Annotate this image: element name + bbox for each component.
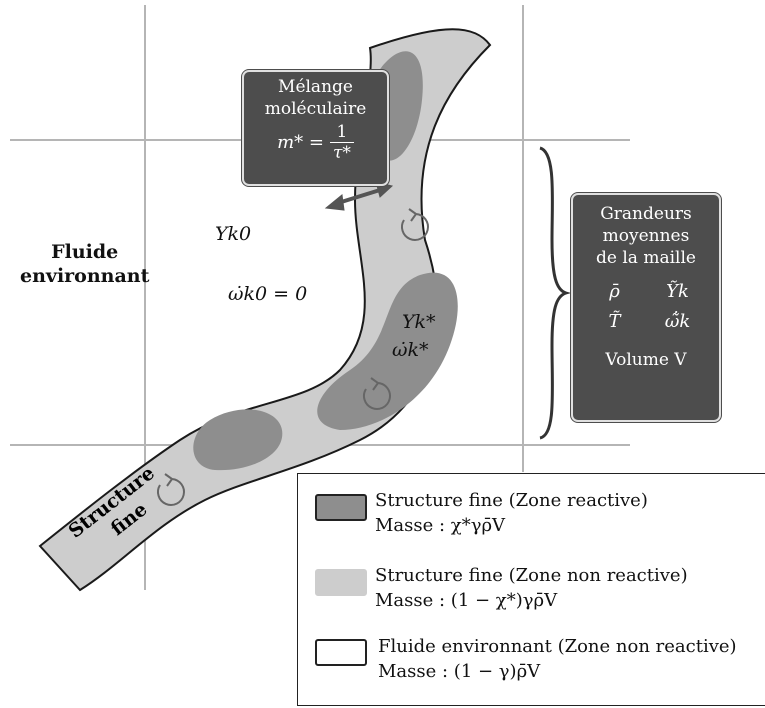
legend-item-reactive-mass: Masse : χ*γρ̄V	[375, 514, 505, 538]
cell-volume: Volume V	[573, 349, 719, 371]
formula-numerator: 1	[337, 122, 348, 142]
mean-title-line3: de la maille	[573, 247, 719, 269]
surrounding-species: Yk0	[215, 222, 251, 246]
legend-item-reactive-title: Structure fine (Zone reactive)	[375, 489, 648, 513]
legend-swatch-surrounding	[315, 639, 367, 666]
formula-denominator: τ*	[330, 142, 354, 163]
surrounding-fluid-label-line2: environnant	[20, 264, 149, 288]
mixing-title-line1: Mélange	[244, 76, 387, 98]
mixing-formula: m* = 1 τ*	[244, 122, 387, 163]
fine-reaction-rate: ω̇k*	[392, 338, 429, 362]
mean-temperature: T̃	[583, 307, 646, 337]
surrounding-fluid-label: Fluide environnant	[20, 240, 149, 288]
mean-mass-fraction: Ỹk	[646, 277, 709, 307]
mean-density: ρ̄	[583, 277, 646, 307]
mean-reaction-rate: ω̃̇k	[646, 307, 709, 337]
fine-species: Yk*	[402, 310, 436, 334]
legend-item-surrounding-title: Fluide environnant (Zone non reactive)	[378, 635, 737, 659]
molecular-mixing-box: Mélange moléculaire m* = 1 τ*	[242, 70, 389, 186]
legend-item-non-reactive-mass: Masse : (1 − χ*)γρ̄V	[375, 589, 557, 613]
mean-quantities-grid: ρ̄ Ỹk T̃ ω̃̇k	[573, 277, 719, 337]
legend-item-non-reactive-title: Structure fine (Zone non reactive)	[375, 564, 688, 588]
legend: Structure fine (Zone reactive) Masse : χ…	[297, 473, 765, 706]
surrounding-reaction-rate: ω̇k0 = 0	[228, 282, 307, 306]
surrounding-fluid-label-line1: Fluide	[20, 240, 149, 264]
formula-fraction: 1 τ*	[330, 122, 354, 163]
mixing-title-line2: moléculaire	[244, 98, 387, 120]
mean-title-line1: Grandeurs	[573, 203, 719, 225]
mean-title-line2: moyennes	[573, 225, 719, 247]
formula-lhs: m* =	[277, 132, 324, 153]
cell-mean-quantities-box: Grandeurs moyennes de la maille ρ̄ Ỹk T̃…	[571, 193, 721, 422]
legend-swatch-reactive	[315, 494, 367, 521]
cell-brace	[540, 148, 566, 438]
legend-item-surrounding-mass: Masse : (1 − γ)ρ̄V	[378, 660, 540, 684]
legend-swatch-non-reactive	[315, 569, 367, 596]
